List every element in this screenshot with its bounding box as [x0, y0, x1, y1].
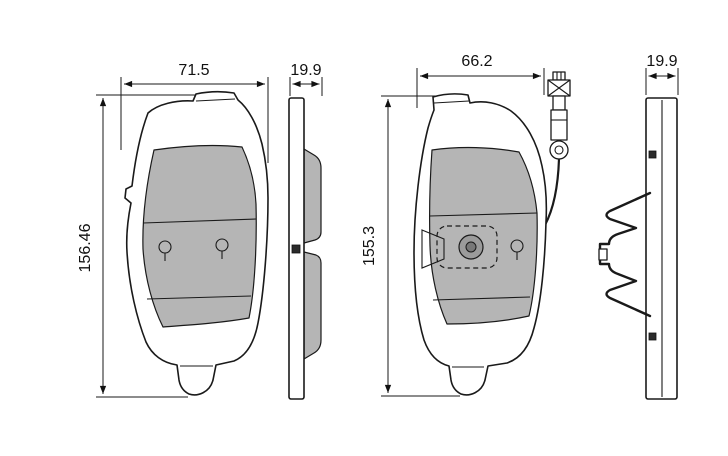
sensor-wire: [543, 157, 561, 227]
dim-pad2-height: 155.3: [361, 95, 460, 397]
pad1-ear-edge-line: [195, 98, 236, 102]
dim-label-pad2-height: 155.3: [361, 226, 378, 266]
dim-label-pad1-height: 156.46: [77, 223, 94, 272]
dim-pad1-width: 71.5: [120, 62, 269, 163]
pad1-front-view: [124, 90, 269, 396]
pad1-slot-line-2: [146, 295, 252, 300]
dim-label-pad2-width: 66.2: [461, 53, 492, 70]
pad2-side-view: [598, 97, 678, 400]
pad1-side-view: [288, 97, 322, 400]
pad1-slot-line-1: [142, 218, 257, 224]
spring-clip-hole: [598, 248, 608, 261]
dim-pad1-height: 156.46: [77, 94, 196, 398]
pad1-friction-material: [142, 144, 257, 328]
dim-pad2-thickness: 19.9: [645, 53, 679, 95]
pad2-side-pin-upper: [648, 150, 657, 159]
connector-neck: [552, 95, 566, 111]
pad1-side-friction-lower: [303, 251, 322, 360]
pad2-front-view: [413, 71, 571, 396]
pad2-slot-line-1: [429, 212, 538, 217]
connector-tip: [552, 71, 566, 81]
connector-grommet-inner: [554, 145, 564, 155]
sensor-window-dashed-outline: [436, 225, 498, 269]
pad2-friction-material: [429, 146, 538, 325]
dim-label-pad2-thickness: 19.9: [646, 53, 677, 70]
pad1-side-pin: [291, 244, 301, 254]
connector-tip-ribs: [556, 72, 562, 80]
dim-label-pad1-width: 71.5: [178, 62, 209, 79]
pad2-ear-edge-line: [433, 100, 470, 104]
retaining-spring-clip: [598, 191, 652, 318]
dim-label-pad1-thickness: 19.9: [290, 62, 321, 79]
dim-pad2-width: 66.2: [416, 53, 545, 108]
dim-pad1-thickness: 19.9: [289, 62, 323, 96]
pad1-side-friction-upper: [303, 148, 322, 244]
connector-body: [550, 109, 568, 141]
wear-sensor-core: [465, 241, 477, 253]
pad2-side-pin-lower: [648, 332, 657, 341]
connector-grommet: [549, 140, 569, 160]
pad2-slot-line-2: [432, 296, 531, 301]
connector-head-hatch: [547, 79, 571, 97]
dimensions: 71.5 19.9 156.46 66.2 155.3: [77, 53, 679, 398]
wear-sensor-connector: [547, 71, 571, 160]
